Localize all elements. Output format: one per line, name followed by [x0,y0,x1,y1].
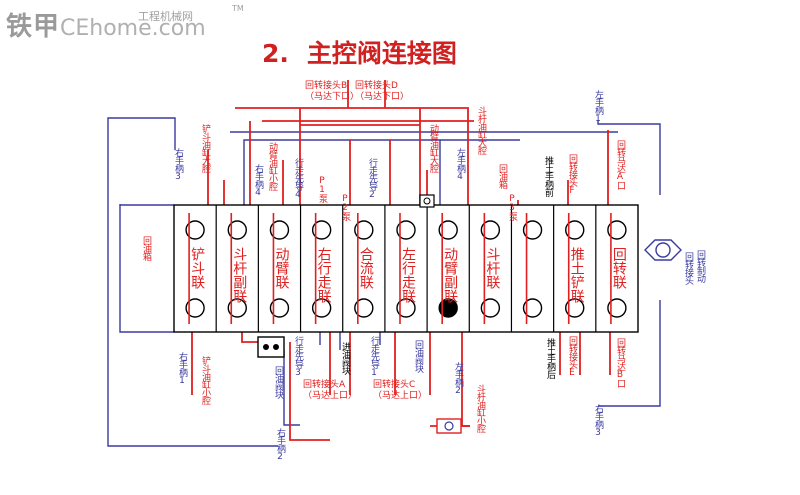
label-arm-big: 斗杆油缸大腔 [476,106,487,156]
label-return-box: 回油箱 [497,164,508,190]
label-swing-joint-d: 回转接头D [355,79,398,91]
watermark-site: CEhome.com [60,16,206,41]
label-swing-motor-b: 回转马达B口 [615,338,626,388]
top-port-circle [185,220,205,240]
label-right-hand-3: 右手柄3 [173,147,184,181]
section-label: 回转联 [611,247,627,290]
label-walk-pilot-2: 行走先导2 [367,157,378,199]
section-label: 右行走联 [316,247,332,304]
title-number: 2. [262,39,289,68]
label-return-tank-left: 回油箱 [141,236,152,262]
label-swing-motor-a: 回转马达A口 [615,140,626,190]
title-text: 主控阀连接图 [306,39,457,68]
label-left-hand-1: 左手柄1 [593,89,604,123]
section-label: 推土铲联 [569,247,585,304]
label-return-block-2: 回油阀块 [413,340,424,374]
return-valve-block [257,336,285,358]
label-swing-joint-a: 回转接头A [303,378,346,390]
label-swing-joint-b: 回转接头B [305,79,347,91]
section-label: 斗杆联 [484,247,500,290]
label-swing-f: 回转接头F [567,154,578,195]
label-walk-pilot-1: 行走先导1 [369,335,380,377]
blue-lines [107,117,661,447]
side-labels: 回油箱 回转制动 回转接头 [141,236,706,286]
watermark-logo: 铁甲CEhome.com 工程机械网 TM [6,4,244,43]
watermark-tm: TM [232,4,244,13]
label-return-block: 回油阀块 [273,366,284,400]
label-motor-down-b: （马达下口） [305,90,359,102]
arm-small-port-icon [444,421,454,431]
label-inlet-block: 进油阀块 [340,342,351,376]
label-boom-big: 动臂油缸大腔 [428,124,439,174]
bottom-port-circle [354,298,374,318]
label-left-hand-2: 左手柄2 [453,361,464,395]
valve-sections: 铲斗联 斗杆副联 动臂联 右行走联 合流联 左行走联 动臂副联 斗杆联 推土铲联 回转联 [185,205,627,332]
label-p3-pump: P3泵 [507,194,518,221]
bottom-port-circle [396,298,416,318]
label-dozer-front: 推土手柄前 [543,155,554,198]
label-boom-small: 动臂油缸小腔 [267,142,278,192]
section-label: 斗杆副联 [231,247,247,304]
label-bucket-big: 铲斗油缸大腔 [200,123,211,174]
label-right-hand-2: 右手柄2 [275,427,286,461]
label-right-hand-4: 右手柄4 [253,163,264,197]
top-port-circle [354,220,374,240]
label-right-hand-3-bottom: 右手柄3 [593,403,604,437]
section-label: 动臂副联 [442,247,458,304]
return-block-port-icon [263,344,269,350]
label-dozer-back: 推土手柄后 [545,337,556,380]
bottom-port-circle [185,298,205,318]
bottom-port-circle [607,298,627,318]
label-left-hand-4: 左手柄4 [455,147,466,181]
label-walk-pilot-4: 行走先导4 [293,157,304,199]
watermark-subtitle: 工程机械网 [138,10,193,23]
swing-brake-port-icon [655,242,671,258]
bottom-port-circle [480,298,501,318]
label-motor-up-c: （马达上口） [373,389,427,401]
bottom-labels: 右手柄1 铲斗油缸小腔 回油阀块 行走先导3 进油阀块 行走先导1 回油阀块 左… [177,335,626,461]
top-port-circle [607,220,627,240]
section-label: 动臂联 [273,247,289,290]
boom-big-port-icon [423,197,431,205]
page-title: 2. 主控阀连接图 [262,34,457,70]
label-motor-down-d: （马达下口） [355,90,409,102]
label-swing-e: 回转接头E [567,336,578,377]
bottom-port-circle [311,298,332,318]
label-swing-brake: 回转制动 [695,250,706,284]
label-motor-up-a: （马达上口） [303,389,357,401]
filled-port-circle [438,298,458,318]
bottom-port-circle [522,298,543,318]
label-arm-small: 斗杆油缸小腔 [475,384,486,434]
label-swing-joint-c: 回转接头C [373,378,415,390]
top-port-circle [227,220,247,240]
return-block-port-icon [273,344,279,350]
top-port-circle [396,220,416,240]
label-p1-pump: P1泵 [317,176,328,203]
bottom-port-circle [565,298,585,318]
label-to-swing: 回转接头 [683,252,694,286]
label-p2-pump: P2泵 [340,194,351,221]
top-port-circle [311,220,332,240]
section-label: 合流联 [358,247,374,290]
section-label: 左行走联 [400,247,416,304]
label-right-hand-1: 右手柄1 [177,351,188,385]
section-label: 铲斗联 [189,247,205,290]
label-walk-pilot-3: 行走先导3 [293,335,304,377]
label-bucket-small: 铲斗油缸小腔 [200,355,211,406]
bottom-port-circle [269,298,290,318]
top-port-circle [269,220,290,240]
watermark-brand: 铁甲 [6,12,61,42]
red-lines [191,80,611,441]
bottom-port-circle [227,298,247,318]
top-port-circle [565,220,585,240]
top-labels: 回转接头B （马达下口） 回转接头D （马达下口） 右手柄3 铲斗油缸大腔 右手… [173,79,626,221]
top-port-circle [522,220,543,240]
top-port-circle [438,220,458,240]
top-port-circle [480,220,501,240]
